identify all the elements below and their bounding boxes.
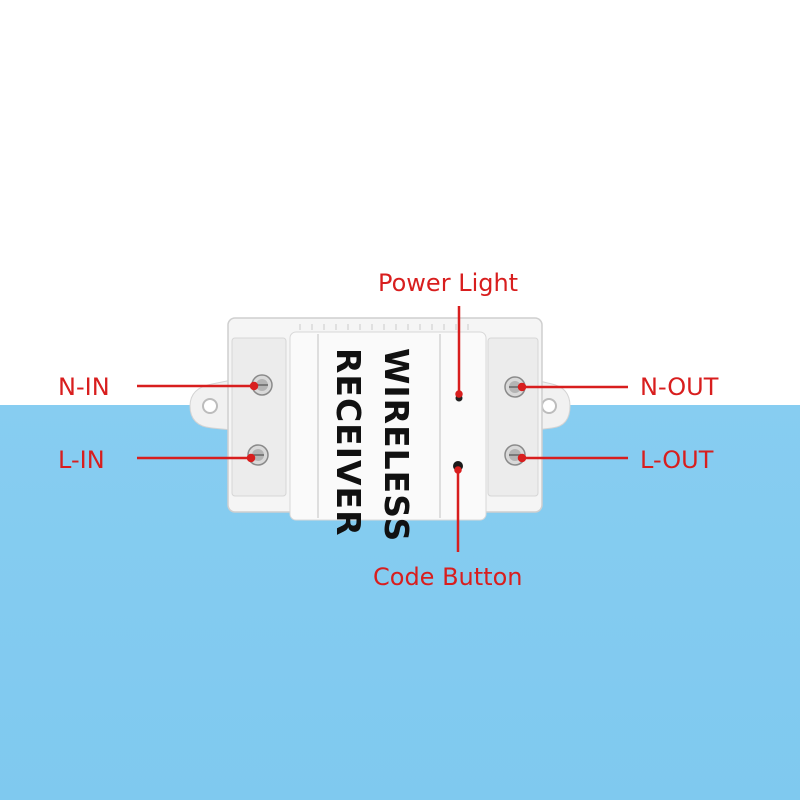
terminal-block-right [487,337,539,497]
label-power-light: Power Light [378,269,519,297]
device-text-wireless: WIRELESS [377,348,416,543]
mounting-hole-right [541,398,557,414]
mounting-hole-left [202,398,218,414]
label-l-in: L-IN [58,446,105,474]
leader-lines [137,306,628,552]
label-n-out: N-OUT [640,373,719,401]
center-panel [289,331,487,521]
vent-slots [299,324,469,330]
label-n-in: N-IN [58,373,110,401]
terminal-block-left [231,337,287,497]
label-l-out: L-OUT [640,446,714,474]
device-text-receiver: RECEIVER [329,348,368,537]
label-code-button: Code Button [373,563,523,591]
